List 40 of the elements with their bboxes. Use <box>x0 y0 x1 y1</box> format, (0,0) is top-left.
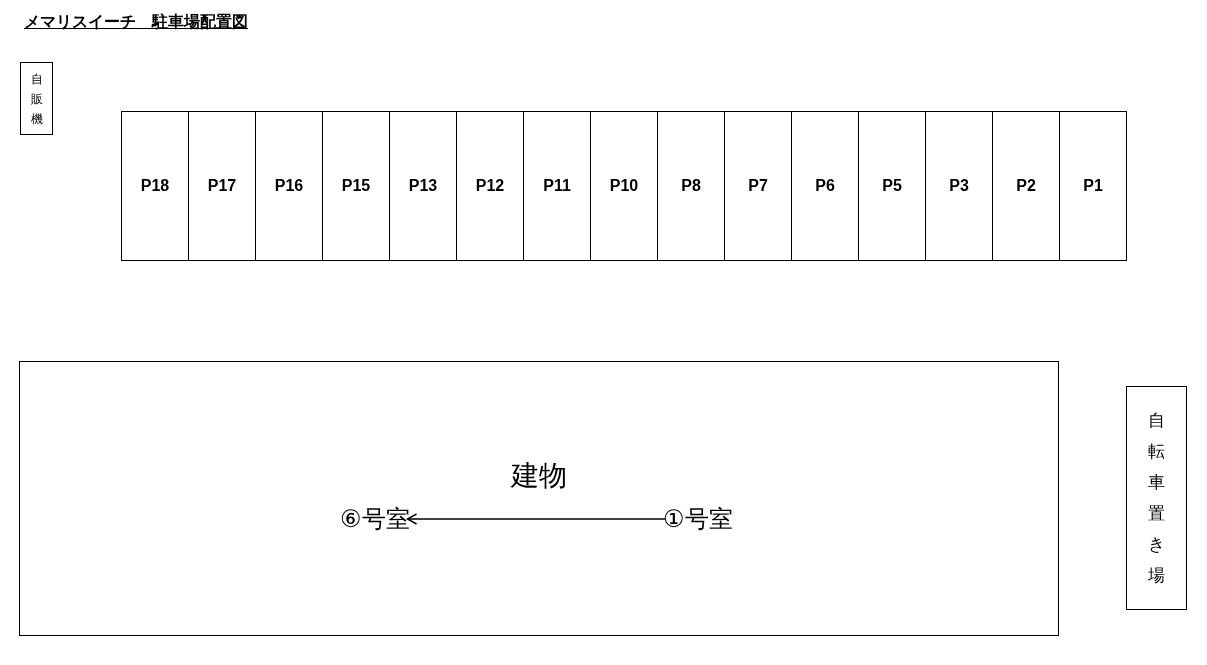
parking-space <box>121 111 189 261</box>
arrow <box>406 513 666 525</box>
bicycle-parking-box <box>1126 386 1187 610</box>
space-number: P6 <box>815 177 835 195</box>
space-number: P17 <box>207 177 237 195</box>
vending-machine-box <box>20 62 53 135</box>
parking-space <box>590 111 658 261</box>
building-label: 建物 <box>511 458 567 494</box>
space-number: P12 <box>475 177 505 195</box>
parking-space <box>322 111 390 261</box>
space-number: P16 <box>274 177 304 195</box>
parking-space <box>791 111 859 261</box>
parking-space <box>523 111 591 261</box>
room-label: ①号室 <box>661 502 735 536</box>
space-number: P1 <box>1083 177 1103 195</box>
parking-space <box>925 111 993 261</box>
space-number: P8 <box>681 177 701 195</box>
parking-space <box>992 111 1060 261</box>
parking-space <box>858 111 926 261</box>
space-number: P11 <box>543 177 571 195</box>
space-number: P10 <box>609 177 639 195</box>
space-number: P3 <box>949 177 969 195</box>
parking-space <box>188 111 256 261</box>
vertical-label: 自販機 <box>30 70 43 128</box>
parking-space <box>456 111 524 261</box>
space-number: P15 <box>341 177 371 195</box>
parking-space <box>657 111 725 261</box>
building-outline <box>19 361 1059 636</box>
space-number: P13 <box>408 177 438 195</box>
parking-space <box>389 111 457 261</box>
parking-space <box>1059 111 1127 261</box>
space-number: P5 <box>882 177 902 195</box>
space-number: P18 <box>140 177 170 195</box>
vertical-label: 自転車置き場 <box>1148 409 1165 587</box>
space-number: P2 <box>1016 177 1036 195</box>
space-number: P7 <box>748 177 768 195</box>
parking-space <box>724 111 792 261</box>
room-label: ⑥号室 <box>338 502 412 536</box>
parking-space <box>255 111 323 261</box>
plan-title: メマリスイーチ 駐車場配置図 <box>24 12 248 33</box>
